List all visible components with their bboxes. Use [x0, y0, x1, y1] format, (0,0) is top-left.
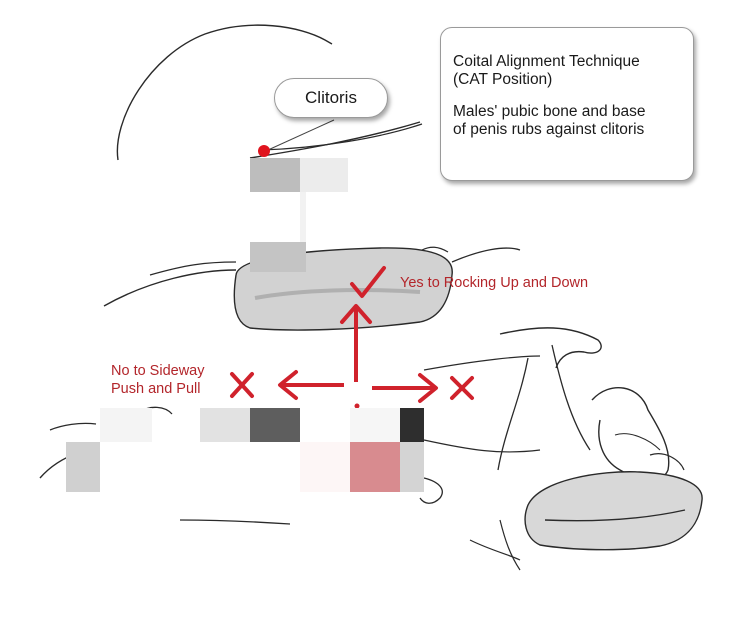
- censor-block: [400, 442, 424, 492]
- head-pillow: [524, 471, 703, 551]
- censor-block: [350, 408, 400, 442]
- censor-block: [250, 192, 300, 242]
- censor-block: [300, 158, 348, 192]
- clitoris-pointer-line: [267, 119, 335, 151]
- head-outline: [591, 386, 670, 481]
- lower-figure-outline: [103, 269, 237, 307]
- info-body-line-1: Males' pubic bone and base: [453, 103, 646, 120]
- upper-figure-outline: [116, 24, 333, 161]
- censor-block: [300, 408, 350, 442]
- info-title-line-1: Coital Alignment Technique: [453, 53, 640, 70]
- censor-block: [66, 442, 100, 492]
- censor-block: [300, 442, 350, 492]
- info-title-line-2: (CAT Position): [453, 71, 553, 88]
- arrow-right-icon: [372, 373, 438, 403]
- info-spacer: [453, 89, 683, 103]
- check-icon: [350, 266, 386, 298]
- center-dot: [354, 403, 360, 409]
- no-label-line-1: No to Sideway: [111, 363, 205, 379]
- clitoris-label-text: Clitoris: [305, 88, 357, 107]
- censor-block: [100, 442, 200, 492]
- censor-block: [250, 408, 300, 442]
- arrow-up-icon: [340, 304, 372, 382]
- clitoris-marker: [258, 145, 270, 157]
- arm-outline: [499, 327, 602, 369]
- censor-block: [100, 408, 152, 442]
- no-label-line-2: Push and Pull: [111, 381, 201, 397]
- censor-block: [400, 408, 424, 442]
- clitoris-label: Clitoris: [274, 78, 388, 118]
- upper-figure-thigh: [249, 121, 421, 159]
- x-icon: [450, 376, 474, 400]
- censor-block: [250, 242, 306, 272]
- info-body-line-2: of penis rubs against clitoris: [453, 121, 645, 138]
- censor-block: [350, 442, 400, 492]
- yes-label: Yes to Rocking Up and Down: [400, 275, 589, 291]
- arrow-left-icon: [278, 370, 344, 400]
- x-icon: [230, 372, 254, 398]
- censor-block: [300, 192, 306, 242]
- censor-block: [250, 158, 300, 192]
- info-box: Coital Alignment Technique (CAT Position…: [440, 27, 694, 181]
- censor-block: [200, 408, 250, 442]
